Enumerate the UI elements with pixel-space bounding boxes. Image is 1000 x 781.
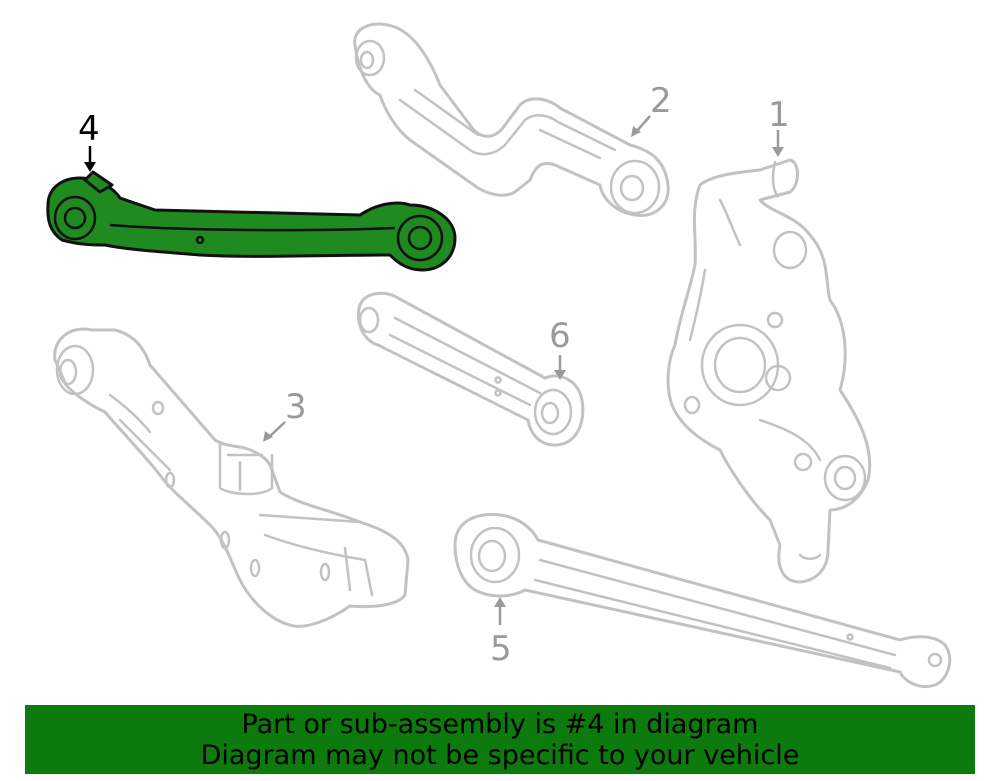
callout-3-label: 3	[285, 387, 307, 427]
callout-2-leader	[635, 115, 651, 133]
callout-5-arrowhead	[494, 597, 506, 607]
part-3-subframe	[53, 327, 410, 628]
banner-line-disclaimer: Diagram may not be specific to your vehi…	[200, 739, 800, 771]
callout-6-label: 6	[549, 316, 571, 356]
callout-1-arrowhead	[772, 147, 784, 157]
part-5-lower-link	[453, 512, 952, 688]
callout-leaders	[84, 115, 784, 625]
callout-3-arrowhead	[263, 431, 273, 442]
part-4-highlighted-arm	[46, 170, 457, 272]
callout-4-label: 4	[78, 109, 100, 149]
info-banner: Part or sub-assembly is #4 in diagram Di…	[25, 705, 975, 774]
callout-4-arrowhead	[84, 162, 96, 172]
callout-6-arrowhead	[554, 370, 566, 380]
part-6-lateral-link	[356, 291, 585, 447]
banner-line-part-number: Part or sub-assembly is #4 in diagram	[241, 708, 759, 740]
callout-3-leader	[267, 421, 286, 439]
part-1-knuckle	[666, 158, 872, 584]
callout-2-arrowhead	[631, 126, 641, 137]
part-2-upper-arm	[353, 22, 670, 217]
callout-2-label: 2	[650, 81, 672, 121]
callout-5-label: 5	[490, 629, 512, 669]
callout-1-label: 1	[768, 95, 790, 135]
